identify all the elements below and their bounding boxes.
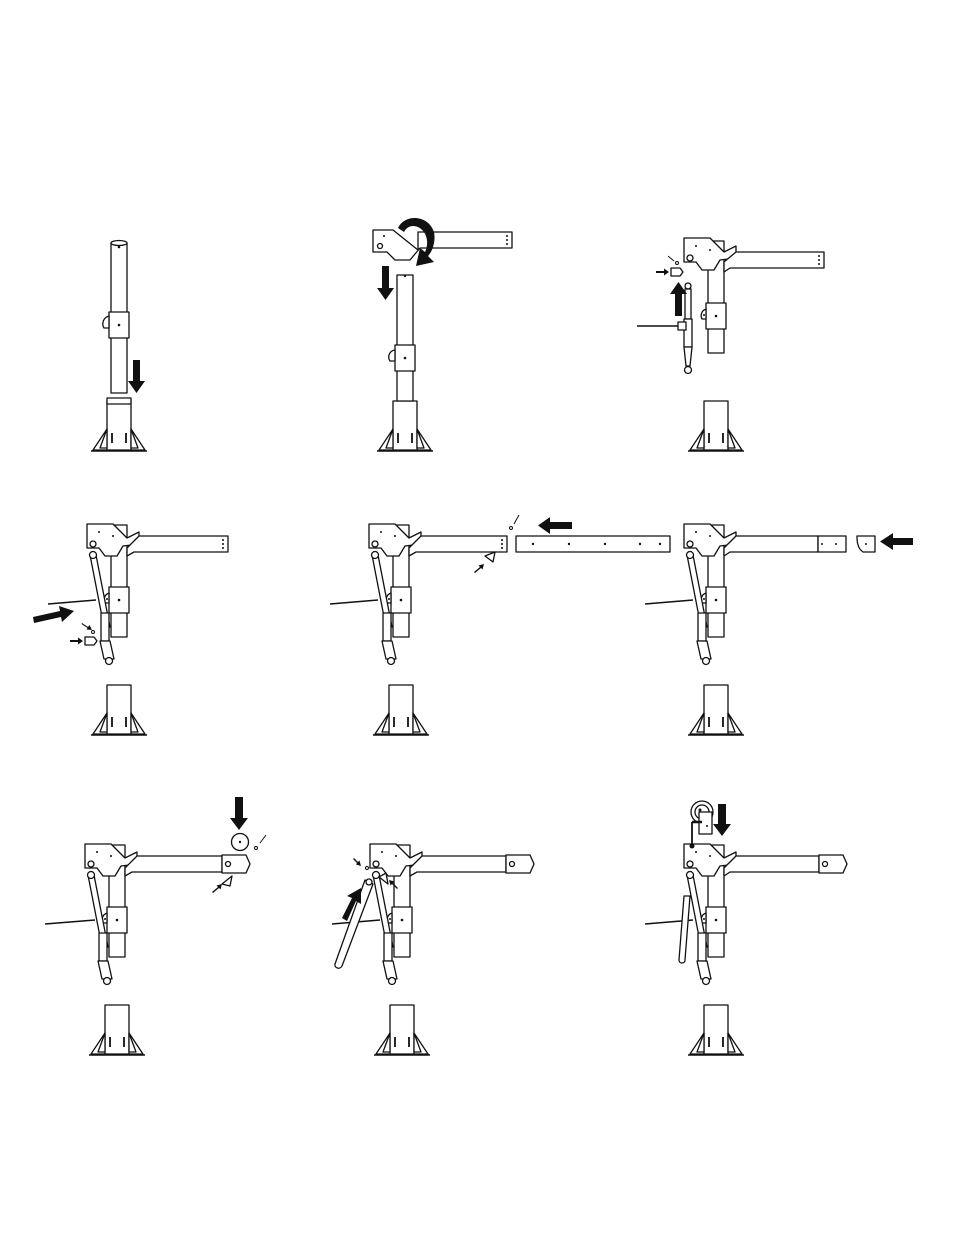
- right-arrow: [33, 606, 74, 623]
- boom-arm: [724, 855, 847, 876]
- hand-winch: [690, 801, 714, 849]
- jack-handle: [45, 920, 95, 924]
- pin-arrow: [70, 638, 83, 645]
- pin: [474, 552, 495, 573]
- boom-arm: [724, 252, 824, 272]
- down-arrow: [128, 360, 145, 393]
- base-post: [91, 398, 147, 451]
- boom-arm: [410, 855, 534, 876]
- pin-arrow: [656, 269, 669, 276]
- jack-handle: [330, 600, 378, 604]
- hydraulic-jack: [637, 283, 692, 374]
- boom-arm: [127, 536, 228, 556]
- boom-extension: [516, 536, 670, 552]
- step-7: [45, 797, 266, 1055]
- jack-handle: [48, 600, 96, 604]
- pin: [85, 637, 97, 645]
- clip: [668, 256, 679, 265]
- clip: [82, 623, 95, 634]
- step-5: [330, 515, 670, 735]
- step-9: [645, 801, 847, 1055]
- mast-tube: [389, 275, 415, 401]
- clip: [510, 515, 520, 530]
- step-4: [33, 524, 228, 735]
- end-cap: [857, 536, 875, 552]
- step-2: [373, 218, 512, 451]
- down-arrow: [377, 266, 394, 300]
- pin: [671, 268, 683, 276]
- step-8: [332, 844, 534, 1055]
- jack-handle: [645, 600, 693, 604]
- clip: [255, 835, 267, 850]
- down-arrow: [713, 804, 731, 836]
- pulley-wheel: [232, 834, 249, 851]
- down-arrow: [230, 797, 248, 830]
- left-arrow: [538, 517, 572, 534]
- left-arrow: [880, 533, 913, 550]
- jack-handle: [679, 896, 690, 963]
- mast-tube: [103, 241, 129, 394]
- step-1: [91, 241, 147, 452]
- boom-arm: [724, 536, 846, 556]
- step-3: [637, 238, 824, 451]
- boom-arm: [125, 855, 250, 876]
- step-6: [645, 524, 913, 735]
- boom-arm: [373, 230, 512, 260]
- pin: [212, 876, 232, 893]
